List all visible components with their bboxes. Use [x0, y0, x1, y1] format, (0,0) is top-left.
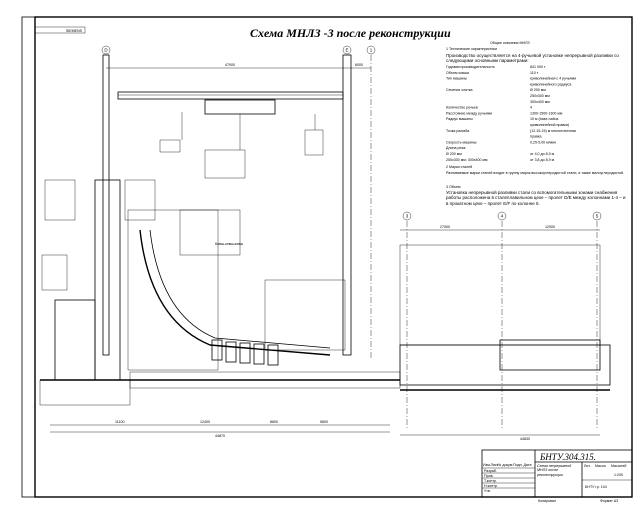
svg-text:44830: 44830 — [520, 437, 530, 441]
title-block-role: Разраб. — [484, 469, 497, 473]
svg-text:47000: 47000 — [225, 63, 235, 67]
overhead-crane — [117, 91, 344, 179]
svg-text:Лит.: Лит. — [584, 464, 591, 468]
svg-text:2 Марки сталей: 2 Марки сталей — [446, 165, 472, 169]
building-columns — [102, 54, 598, 430]
spec-section2-text: Разливаемые марки сталей входят в группу… — [446, 171, 625, 175]
spec-row-label: Радиус машины — [446, 117, 473, 121]
svg-text:5: 5 — [596, 214, 599, 219]
drawing-name: Схема непрерывной МНЛЗ после реконструкц… — [537, 464, 572, 477]
title-block-column: Изм. — [483, 463, 491, 467]
svg-text:44870: 44870 — [215, 434, 225, 438]
svg-text:Формат A3: Формат A3 — [600, 499, 618, 503]
spec-heading: Общие описания МНЛЗ — [490, 41, 530, 45]
spec-row-value: 4 — [530, 106, 532, 110]
drawing-title: Схема МНЛЗ -3 после реконструкции — [250, 26, 451, 40]
title-block-role: Т.контр. — [484, 479, 497, 483]
inner-frame — [34, 16, 633, 498]
corner-stamp-box — [34, 26, 86, 34]
spec-row-label: Точка разгиба — [446, 129, 469, 133]
svg-text:27000: 27000 — [440, 225, 450, 229]
spec-row-label: Длина реза: — [446, 146, 466, 150]
spec-row-label: Расстояние между ручьями — [446, 111, 492, 115]
spec-row-value: 0,25-5,00 м/мин — [530, 140, 556, 144]
axis-1: 1 — [366, 45, 376, 55]
spec-row-label: Количество ручьев — [446, 106, 478, 110]
svg-text:3: 3 — [406, 214, 409, 219]
spec-row-value: правка — [530, 135, 542, 139]
document-code: БНТУ.304.315. — [539, 452, 596, 462]
spec-row-label: Тип машины — [446, 77, 467, 81]
axis-e: E — [342, 45, 352, 55]
spec-row-value: (12-15-24) м многоточечная — [530, 129, 576, 133]
spec-row-value: криволинейного радиуса — [530, 82, 571, 86]
left-equipment — [41, 179, 346, 381]
title-block-column: Лист — [491, 463, 499, 467]
floor-foundation — [39, 371, 401, 406]
svg-text:D: D — [104, 48, 108, 53]
title-block-role: Пров. — [484, 474, 494, 478]
spec-row-value: криволинейная с 4 ручьями — [530, 77, 576, 81]
spec-row-value: 1300-1500-1300 мм — [530, 111, 563, 115]
spec-row-value: 841 000 т — [530, 65, 546, 69]
svg-text:11100: 11100 — [115, 420, 124, 424]
spec-row-value: от 3,8 до 8,9 м — [530, 158, 555, 162]
svg-text:E: E — [345, 48, 348, 53]
spec-row-value: от 4,0 до 8,9 м — [530, 152, 555, 156]
spec-row-label: Сечение слитка — [446, 88, 473, 92]
axis-4: 4 — [497, 211, 507, 221]
dimension-top: 47000 6000 — [106, 63, 371, 69]
spec-row-value: 10 м (base-radius — [530, 117, 559, 121]
svg-text:Масштаб: Масштаб — [611, 464, 626, 468]
spec-row-value: 300х400 мм — [530, 100, 550, 104]
withdrawal-rollers — [211, 339, 279, 366]
axis-d: D — [101, 45, 111, 55]
spec-row-label: Годовая производительность — [446, 65, 495, 69]
svg-text:12000: 12000 — [545, 225, 555, 229]
axis-markers: D E 1 3 4 5 — [101, 45, 602, 221]
dimension-bottom: 11100 12400 8800 5800 44870 — [50, 420, 390, 438]
title-block-column: Дата — [524, 463, 532, 467]
svg-text:3 Объем: 3 Объем — [446, 185, 461, 189]
spec-notes: Общие описания МНЛЗ 1 Технические характ… — [446, 41, 576, 189]
axis-5: 5 — [592, 211, 602, 221]
svg-text:6000: 6000 — [355, 63, 363, 67]
svg-text:8800: 8800 — [270, 420, 278, 424]
title-block-role: Утв. — [484, 489, 491, 493]
svg-text:1: 1 — [370, 48, 373, 53]
svg-text:Копировал: Копировал — [538, 499, 556, 503]
scale: 1:200 — [614, 473, 623, 477]
spec-intro: Производство осуществляется на 4-ручьево… — [446, 53, 619, 64]
svg-text:Масса: Масса — [595, 464, 606, 468]
spec-row-value: Ø 200 мм — [530, 88, 546, 92]
svg-text:5800: 5800 — [320, 420, 328, 424]
svg-text:БНТУ гр. 104: БНТУ гр. 104 — [585, 485, 607, 489]
spec-row-label: Скорость машины — [446, 140, 477, 144]
spec-section3-text: Установка непрерывной разливки стали со … — [446, 190, 626, 206]
svg-text:1 Технические характеристики: 1 Технические характеристики — [446, 47, 497, 51]
runout-section: 27000 12000 44830 Ковш-ковш-ковш — [215, 225, 611, 441]
spec-row-label: Объем ковша — [446, 71, 469, 75]
spec-row-label: 250х300 мм; 300х400 мм — [446, 158, 488, 162]
axis-3: 3 — [402, 211, 412, 221]
spec-row-label: Ø 200 мм — [446, 152, 462, 156]
spec-row-value: 110 т — [530, 71, 539, 75]
svg-text:Ковш-ковш-ковш: Ковш-ковш-ковш — [215, 242, 243, 246]
spec-row-value: 250х300 мм — [530, 94, 550, 98]
title-block-role: Н.контр. — [484, 484, 498, 488]
svg-text:4: 4 — [501, 214, 504, 219]
corner-stamp: SIEMENS — [66, 29, 83, 33]
spec-row-value: криволинейной правки) — [530, 123, 569, 127]
title-block-column: № докум. — [498, 463, 514, 467]
title-block-column: Подп. — [513, 463, 523, 467]
svg-text:12400: 12400 — [200, 420, 210, 424]
title-block: БНТУ.304.315. Лит. Масса Масштаб 1:200 Б… — [481, 449, 633, 503]
